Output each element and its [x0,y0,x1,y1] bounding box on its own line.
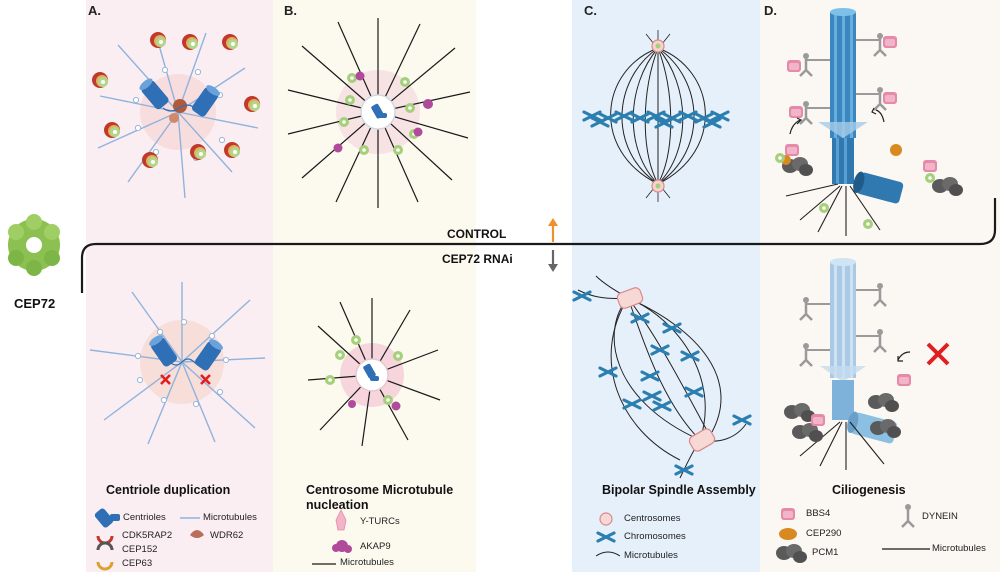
legend-microtubules-b: Microtubules [340,557,394,568]
condition-divider-line [80,198,997,293]
legend-cep152: CEP152 [122,544,158,555]
panel-c-rnai-graphic [577,275,747,479]
panel-a-label: A. [88,3,101,18]
legend-chromosomes: Chromosomes [624,531,686,542]
legend-microtubules-c: Microtubules [624,550,678,561]
legend-b-glyphs [312,509,352,565]
legend-bbs4: BBS4 [806,508,831,519]
legend-akap9: AKAP9 [360,541,391,552]
legend-cep63: CEP63 [122,558,153,569]
panel-c-title: Bipolar Spindle Assembly [602,483,756,497]
legend-a-glyphs [94,508,204,571]
cep72-label: CEP72 [14,296,56,311]
legend-microtubules-d: Microtubules [932,543,986,554]
panel-b-rnai-graphic [307,298,441,447]
panel-a-rnai-graphic [89,282,266,445]
control-condition-label: CONTROL [447,227,507,241]
rnai-condition-label: CEP72 RNAi [442,252,513,266]
cep72-protein-icon [8,214,60,276]
panel-d-title: Ciliogenesis [832,483,906,497]
control-arrow-up [548,218,558,242]
panel-c-background [572,0,760,572]
panel-c-control-chromosomes [582,110,730,129]
panel-c-label: C. [584,3,597,18]
legend-c-glyphs [595,512,621,557]
legend-centrosomes: Centrosomes [624,513,681,524]
legend-pcm1: PCM1 [812,547,839,558]
legend-microtubules-a: Microtubules [203,512,257,523]
legend-dynein: DYNEIN [922,511,958,522]
panel-b-label: B. [284,3,297,18]
panel-a-title: Centriole duplication [106,483,231,497]
panel-d-control-graphic [775,8,963,236]
panel-a-control-graphic [92,32,260,199]
panel-b-control-graphic [287,18,471,208]
rnai-arrow-down [548,250,558,272]
panel-c-control-graphic [610,30,706,202]
panel-d-rnai-graphic [784,258,950,470]
panel-b-title-line2: nucleation [306,498,369,512]
legend-centrioles: Centrioles [123,512,166,523]
legend-cdk5rap2: CDK5RAP2 [122,530,173,541]
legend-yturcs: Y-TURCs [360,516,400,527]
legend-cep290: CEP290 [806,528,842,539]
legend-d-glyphs [776,502,930,563]
legend-wdr62: WDR62 [210,530,244,541]
panel-d-label: D. [764,3,777,18]
panel-b-title-line1: Centrosome Microtubule [306,483,454,497]
